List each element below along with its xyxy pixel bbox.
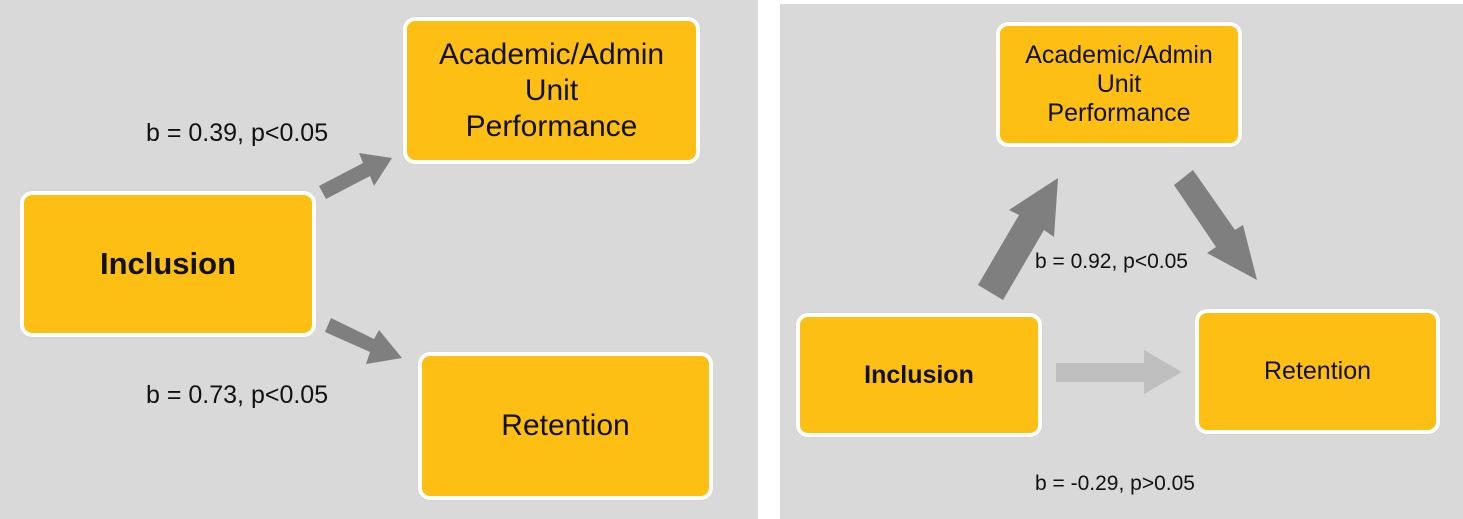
- left-mediation-diagram: Inclusion Academic/Admin Unit Performanc…: [0, 0, 758, 519]
- arrow-performance-to-retention: [1174, 170, 1257, 280]
- node-inclusion: Inclusion: [20, 191, 316, 337]
- left-arrows: [319, 153, 402, 364]
- node-retention: Retention: [1195, 309, 1440, 434]
- node-performance: Academic/Admin Unit Performance: [403, 17, 700, 164]
- right-mediation-diagram: Academic/Admin Unit Performance Inclusio…: [780, 4, 1463, 519]
- arrow-inclusion-to-performance: [319, 153, 392, 199]
- right-arrows: [978, 170, 1257, 394]
- arrow-inclusion-to-performance: [978, 178, 1058, 300]
- edge-label-inclusion-to-performance: b = 0.92, p<0.05: [1035, 250, 1188, 273]
- arrow-inclusion-to-retention: [1056, 350, 1182, 394]
- edge-label-inclusion-to-performance: b = 0.39, p<0.05: [146, 119, 329, 147]
- arrow-inclusion-to-retention: [325, 318, 402, 364]
- node-retention: Retention: [418, 352, 713, 500]
- edge-label-inclusion-to-retention: b = -0.29, p>0.05: [1035, 472, 1195, 495]
- edge-label-inclusion-to-retention: b = 0.73, p<0.05: [146, 381, 329, 409]
- node-inclusion: Inclusion: [796, 313, 1042, 437]
- node-performance: Academic/Admin Unit Performance: [996, 22, 1242, 147]
